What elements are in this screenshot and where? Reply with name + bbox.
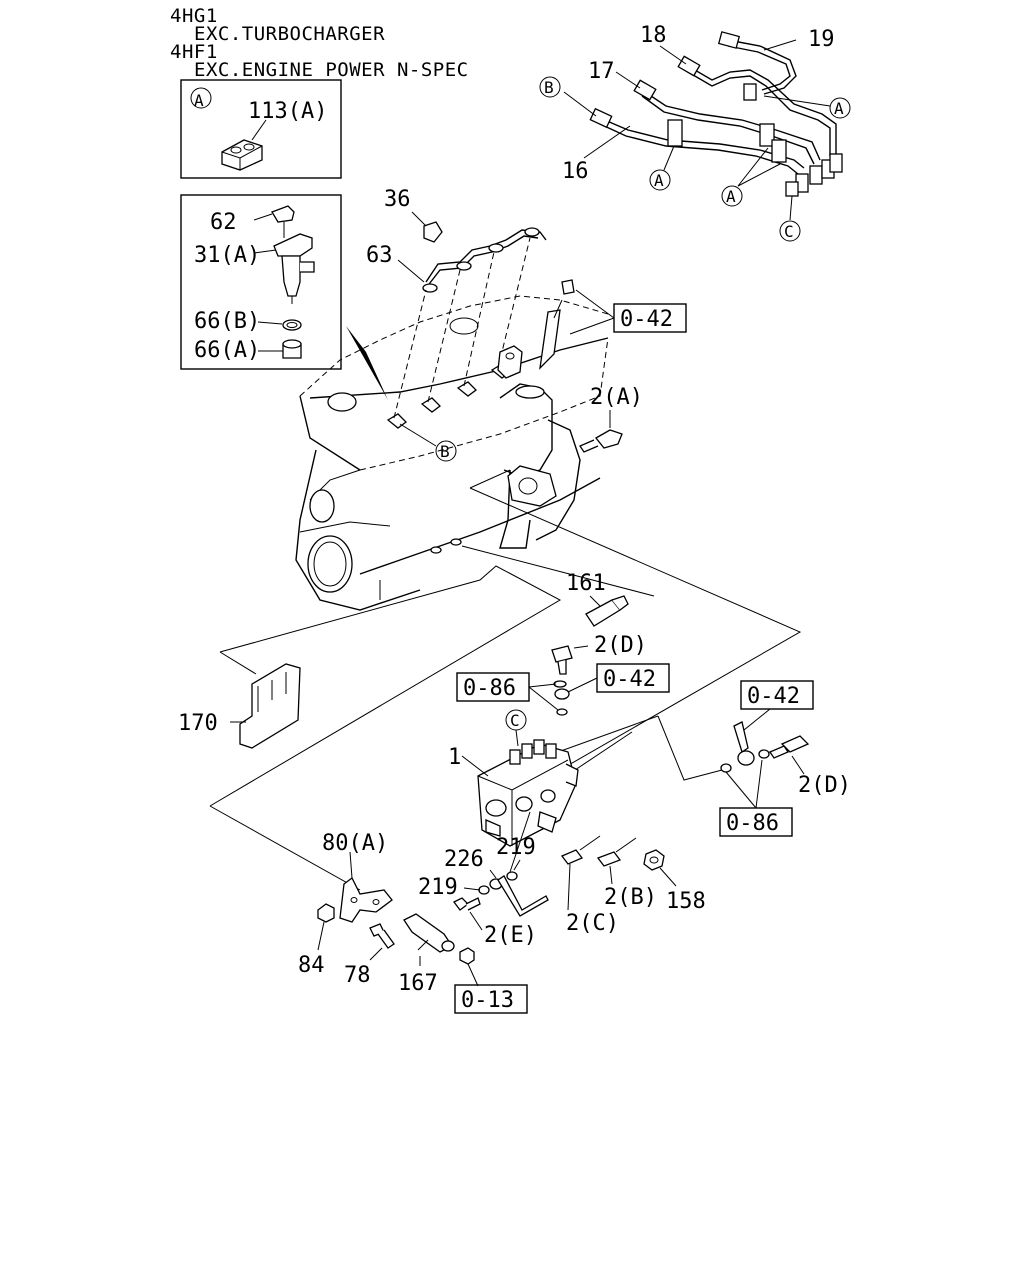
l-pipe-icon	[497, 811, 549, 917]
clip-113a-icon	[221, 119, 267, 171]
bolt-2a-icon	[579, 410, 623, 453]
callout-2c: 2(C)	[566, 911, 619, 936]
marker-a-right: A	[829, 97, 851, 119]
svg-text:0-42: 0-42	[603, 667, 656, 692]
callout-17: 17	[588, 59, 615, 84]
inset-injector-box: 62 31(A) 66(B) 66(A)	[180, 194, 342, 370]
callout-19: 19	[808, 27, 835, 52]
label-66a: 66(A)	[194, 338, 260, 363]
bolt-2d-top-icon	[551, 645, 589, 716]
inset-a-marker: A	[194, 91, 204, 110]
header-line-3: 4HF1	[170, 41, 218, 63]
inset-a-label: 113(A)	[248, 99, 327, 124]
inset-a-box: A 113(A)	[180, 79, 342, 179]
ref-box-0-42-c[interactable]: 0-42	[740, 680, 814, 731]
marker-b-top: B	[539, 76, 561, 98]
svg-text:0-42: 0-42	[620, 307, 673, 332]
marker-c-top: C	[779, 220, 801, 242]
nut-84-icon	[317, 903, 335, 951]
callout-2b: 2(B)	[604, 885, 657, 910]
svg-text:0-86: 0-86	[726, 811, 779, 836]
callout-2e: 2(E)	[484, 923, 537, 948]
marker-b-engine: B	[399, 423, 457, 462]
fuel-pipes	[563, 31, 843, 221]
callout-226: 226	[444, 847, 484, 872]
ref-box-0-42-b[interactable]: 0-42	[567, 663, 670, 693]
svg-text:A: A	[726, 187, 736, 206]
callout-16: 16	[562, 159, 589, 184]
callout-161: 161	[566, 571, 606, 596]
callout-170: 170	[178, 711, 218, 736]
rod-167-icon	[403, 913, 455, 966]
header-line-2: EXC.TURBOCHARGER	[194, 23, 385, 45]
svg-text:0-86: 0-86	[463, 676, 516, 701]
svg-text:A: A	[654, 171, 664, 190]
callout-78: 78	[344, 963, 371, 988]
bracket-170-icon	[230, 663, 301, 749]
svg-text:B: B	[440, 442, 450, 461]
label-62: 62	[210, 210, 237, 235]
label-66b: 66(B)	[194, 309, 260, 334]
callout-167: 167	[398, 971, 438, 996]
nut-013-icon	[459, 947, 479, 987]
nut-158-icon	[643, 849, 677, 887]
callout-2d-top: 2(D)	[594, 633, 647, 658]
header-line-1: 4HG1	[170, 5, 218, 27]
callout-63: 63	[366, 243, 393, 268]
engine-block	[295, 237, 609, 611]
marker-a-mid: A	[649, 169, 671, 191]
header-line-4: EXC.ENGINE POWER N-SPEC	[194, 59, 469, 81]
callout-158: 158	[666, 889, 706, 914]
callout-80a: 80(A)	[322, 831, 388, 856]
injector-icon	[253, 205, 315, 359]
ref-box-0-42-top[interactable]: 0-42	[569, 289, 687, 335]
svg-text:C: C	[784, 222, 794, 241]
leak-off-pipe	[397, 211, 575, 295]
svg-text:B: B	[544, 78, 554, 97]
injection-pump-icon	[461, 729, 579, 847]
lever-icon	[720, 721, 810, 775]
callout-2d-right: 2(D)	[798, 773, 851, 798]
callout-18: 18	[640, 23, 667, 48]
ref-box-0-86-a[interactable]: 0-86	[456, 672, 559, 711]
bolt-2c-icon	[560, 835, 601, 911]
bolt-78-icon	[369, 923, 395, 961]
svg-text:C: C	[510, 711, 520, 730]
ref-box-0-86-b[interactable]: 0-86	[719, 759, 793, 837]
ref-box-0-13[interactable]: 0-13	[454, 984, 528, 1014]
callout-84: 84	[298, 953, 325, 978]
marker-a-low: A	[721, 185, 743, 207]
callout-2a: 2(A)	[590, 385, 643, 410]
label-31a: 31(A)	[194, 243, 260, 268]
marker-c-pump: C	[505, 709, 527, 731]
svg-text:A: A	[834, 99, 844, 118]
header: 4HG1 EXC.TURBOCHARGER 4HF1 EXC.ENGINE PO…	[170, 5, 469, 81]
bracket-80a-icon	[339, 851, 393, 923]
callout-219-b: 219	[496, 835, 536, 860]
bolt-2b-icon	[596, 837, 637, 885]
svg-text:0-42: 0-42	[747, 684, 800, 709]
callout-219-a: 219	[418, 875, 458, 900]
stud-161-icon	[585, 595, 629, 627]
callout-1: 1	[448, 745, 461, 770]
svg-text:0-13: 0-13	[461, 988, 514, 1013]
callout-36: 36	[384, 187, 411, 212]
